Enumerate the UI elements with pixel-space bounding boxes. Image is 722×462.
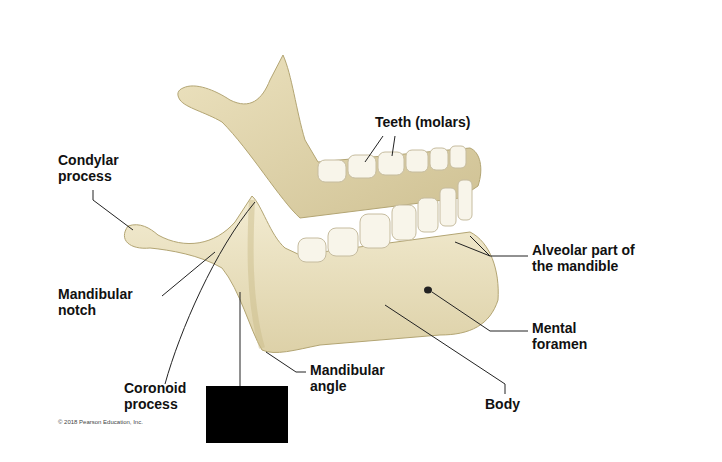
- ramus-shading: [251, 200, 262, 348]
- mandible-back-half: [178, 55, 481, 218]
- coronoid-process-label: Coronoid process: [124, 380, 212, 412]
- alveolar-part-label: Alveolar part of the mandible: [532, 242, 644, 274]
- front-teeth: [298, 180, 472, 262]
- mandibular-notch-label: Mandibular notch: [58, 286, 148, 318]
- condylar-process-label: Condylar process: [58, 152, 140, 184]
- mandibular-angle-label: Mandibular angle: [310, 362, 405, 394]
- mental-foramen-label: Mental foramen: [532, 320, 612, 352]
- copyright-note: © 2018 Pearson Education, Inc.: [58, 419, 143, 426]
- teeth-label: Teeth (molars): [375, 114, 470, 130]
- redaction-box: [206, 386, 288, 443]
- mental-foramen-hole: [424, 287, 432, 294]
- body-label: Body: [485, 396, 520, 412]
- leader-lines: [93, 136, 528, 394]
- back-teeth: [318, 146, 466, 182]
